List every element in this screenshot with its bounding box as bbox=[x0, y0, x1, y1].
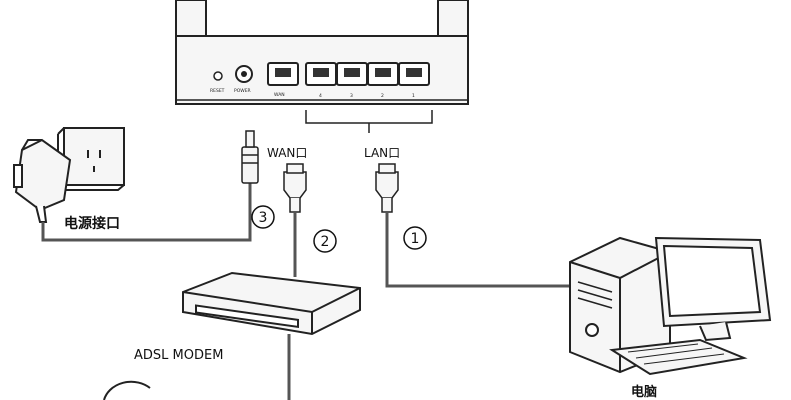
wan-port-tiny-label: WAN bbox=[274, 92, 285, 98]
lan-port-number: 3 bbox=[350, 93, 353, 99]
step-2-marker: 2 bbox=[313, 229, 337, 253]
lan-port-numbers: 4 3 2 1 bbox=[319, 93, 415, 99]
reset-button-icon bbox=[213, 71, 223, 81]
step-1-label: 1 bbox=[411, 231, 420, 247]
step-3-marker: 3 bbox=[251, 205, 275, 229]
lan-port-number: 4 bbox=[319, 93, 322, 99]
router-ports bbox=[267, 62, 430, 86]
phone-line-splitter-icon bbox=[103, 380, 151, 400]
power-port-label: POWER bbox=[234, 88, 251, 94]
power-plug-icon bbox=[241, 130, 259, 184]
router-antenna-right bbox=[437, 0, 469, 39]
lan-port-label: LAN口 bbox=[364, 146, 400, 160]
power-interface-label: 电源接口 bbox=[64, 215, 120, 232]
router bbox=[175, 0, 469, 105]
reset-port-label: RESET bbox=[210, 88, 225, 94]
step-2-label: 2 bbox=[321, 234, 330, 250]
power-cable bbox=[41, 182, 252, 242]
lan-port-number: 1 bbox=[412, 93, 415, 99]
computer-label: 电脑 bbox=[631, 384, 657, 400]
modem-label: ADSL MODEM bbox=[134, 348, 223, 363]
router-antenna-left bbox=[175, 0, 207, 39]
lan-port-number: 2 bbox=[381, 93, 384, 99]
computer-icon bbox=[569, 236, 772, 376]
lan-cable bbox=[385, 212, 572, 288]
lan-bracket bbox=[305, 110, 433, 133]
wan-port-label: WAN口 bbox=[267, 146, 307, 160]
adsl-modem bbox=[182, 271, 361, 336]
lan-rj45-plug-icon bbox=[375, 163, 399, 213]
wan-rj45-plug-icon bbox=[283, 163, 307, 213]
step-1-marker: 1 bbox=[403, 226, 427, 250]
router-reset-power: RESET POWER WAN bbox=[210, 65, 285, 98]
step-3-label: 3 bbox=[259, 210, 268, 226]
power-adapter-icon bbox=[13, 138, 72, 223]
